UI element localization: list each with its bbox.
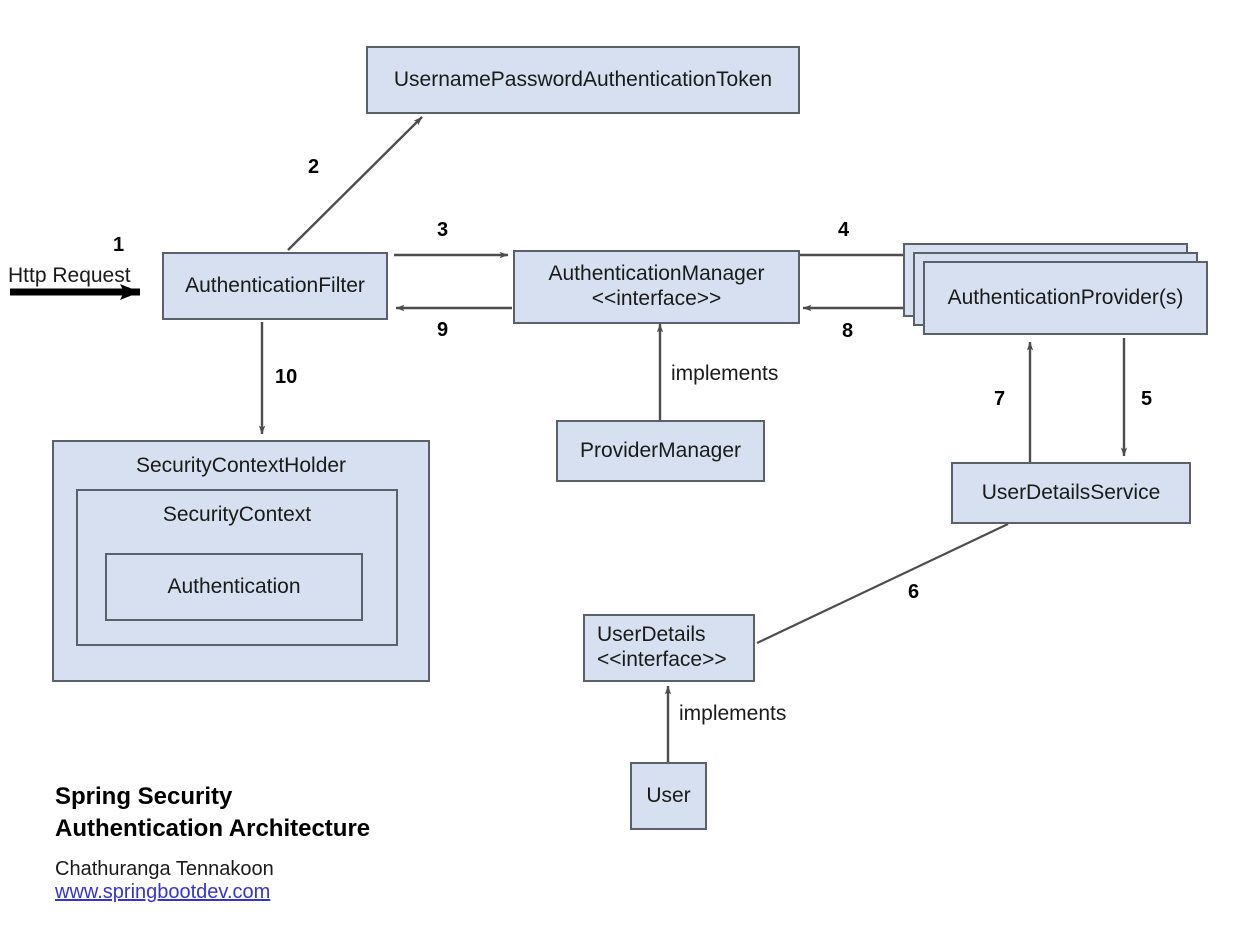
http-request-label: Http Request [8,264,131,287]
step-label-5: 5 [1141,388,1153,410]
box-authentication-filter[interactable]: AuthenticationFilter [162,252,388,320]
box-label-primary: UserDetails [597,623,706,647]
box-user-details[interactable]: UserDetails <<interface>> [583,614,755,682]
author-name: Chathuranga Tennakoon [55,858,274,881]
page-title-line-1: Spring Security [55,783,233,810]
box-label: ProviderManager [579,438,742,462]
box-provider-manager[interactable]: ProviderManager [556,420,765,482]
page-title-line-2: Authentication Architecture [55,814,371,842]
box-label: Authentication [167,574,301,598]
box-username-password-authentication-token[interactable]: UsernamePasswordAuthenticationToken [366,46,800,114]
box-authentication-manager[interactable]: AuthenticationManager <<interface>> [513,250,800,324]
step-label-4: 4 [838,219,850,241]
box-label: SecurityContextHolder [135,454,347,477]
box-label: AuthenticationFilter [185,273,365,297]
box-authentication[interactable]: Authentication [105,553,363,621]
implements-label-provider-manager: implements [671,362,779,385]
box-user[interactable]: User [630,762,707,830]
box-label: UsernamePasswordAuthenticationToken [393,67,773,91]
box-authentication-provider[interactable]: AuthenticationProvider(s) [923,261,1208,335]
box-user-details-service[interactable]: UserDetailsService [951,462,1191,524]
connector-step-6 [756,523,1009,644]
step-label-6: 6 [908,581,920,603]
step-label-10: 10 [275,366,298,388]
implements-label-user: implements [679,702,787,725]
box-label-stereotype: <<interface>> [591,287,722,310]
connector-step-2 [287,116,423,251]
box-label: AuthenticationProvider(s) [947,285,1184,309]
box-label: User [646,783,691,807]
step-label-2: 2 [308,156,320,178]
step-label-3: 3 [437,219,449,241]
box-label-primary: AuthenticationManager [548,262,765,286]
step-label-7: 7 [994,388,1006,410]
step-label-9: 9 [437,319,449,341]
box-label: SecurityContext [162,503,312,526]
website-link[interactable]: www.springbootdev.com [55,881,271,904]
step-label-8: 8 [842,320,854,342]
box-label-stereotype: <<interface>> [597,648,727,671]
box-label: UserDetailsService [981,480,1161,504]
title-credits-block: Spring Security Authentication Architect… [55,781,370,904]
step-label-1: 1 [113,234,125,256]
